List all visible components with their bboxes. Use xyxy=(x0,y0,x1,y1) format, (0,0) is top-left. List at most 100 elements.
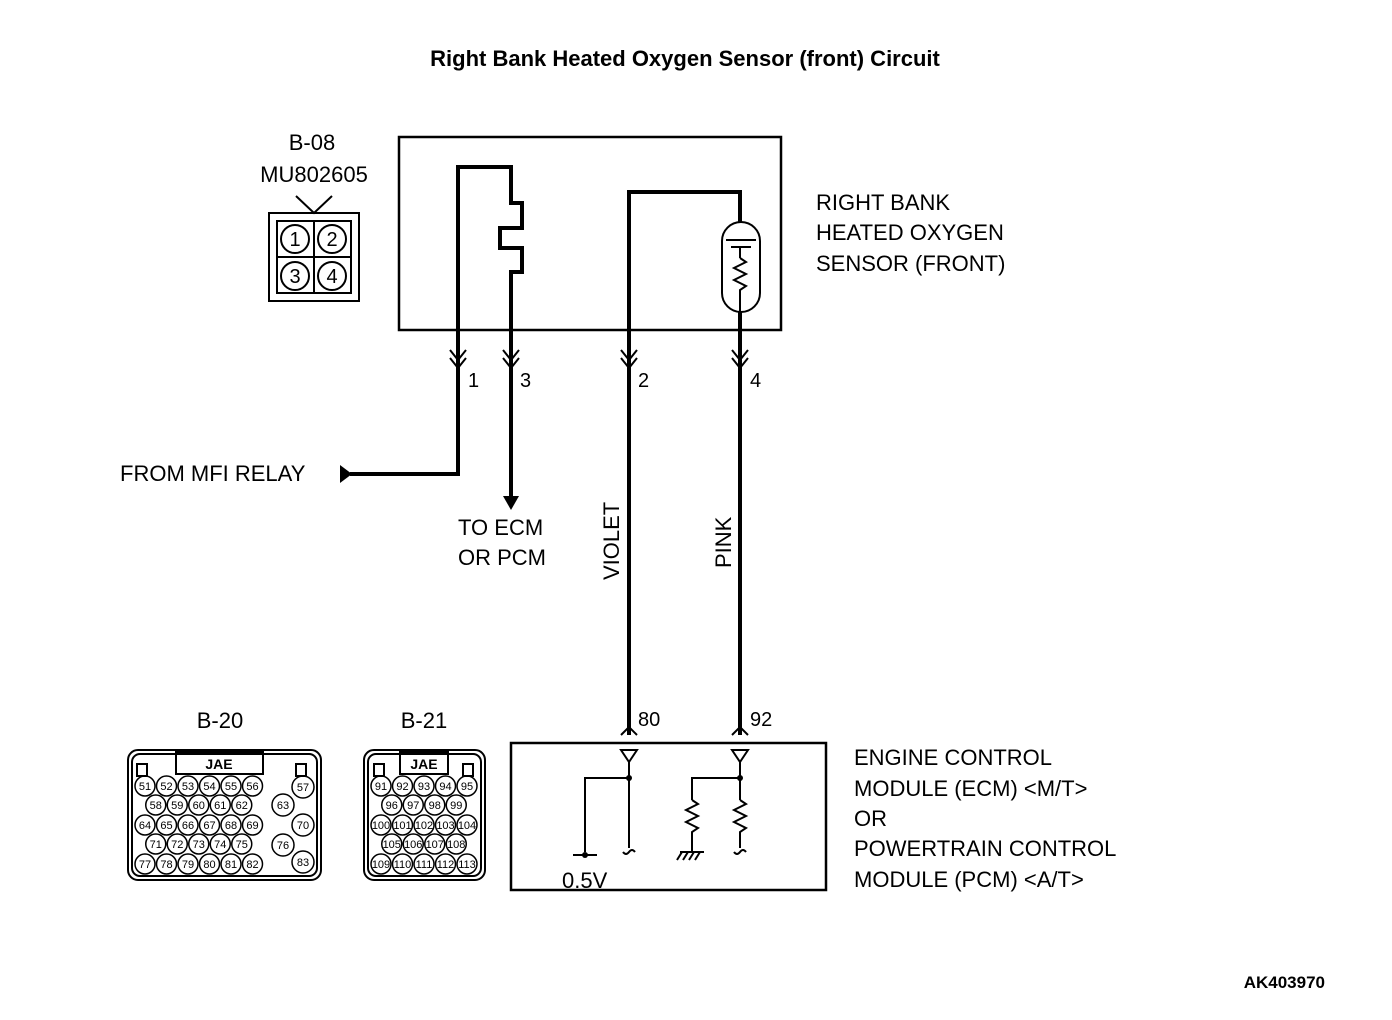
connector-pin xyxy=(434,814,457,836)
connector-pin-label: 113 xyxy=(458,859,476,871)
connector-pin xyxy=(456,775,478,797)
sensor-pin-label-4: 4 xyxy=(750,370,761,392)
connector-pin-label: 96 xyxy=(386,800,398,812)
connector-pin-label: 73 xyxy=(193,839,205,851)
ecm-label-line-2: MODULE (ECM) <M/T> xyxy=(854,776,1087,801)
connector-pin xyxy=(434,853,457,875)
connector-pin xyxy=(381,833,403,855)
connector-pin xyxy=(231,833,253,855)
ecm-pin-label-80: 80 xyxy=(638,709,660,731)
connector-pin-label: 104 xyxy=(458,820,476,832)
sensor-pin-junctions: 1 3 2 4 xyxy=(449,330,761,392)
connector-pin xyxy=(145,833,167,855)
ecm-label-line-4: POWERTRAIN CONTROL xyxy=(854,836,1116,861)
connector-pin xyxy=(241,814,264,836)
connector-pin-label: 112 xyxy=(437,859,455,871)
connector-pin xyxy=(291,775,315,799)
connector-b20-brand: JAE xyxy=(205,756,232,772)
connector-pin-label: 67 xyxy=(203,820,215,832)
wire-color-violet: VIOLET xyxy=(599,502,624,580)
connector-pin-label: 78 xyxy=(160,859,172,871)
connector-pin-label: 52 xyxy=(160,781,172,793)
connector-pin-label: 98 xyxy=(429,800,441,812)
connector-pin xyxy=(134,814,156,836)
connector-pin-label: 107 xyxy=(426,839,444,851)
connector-pin-label: 111 xyxy=(416,859,433,871)
connector-pin xyxy=(220,853,242,875)
connector-pin-label: 59 xyxy=(171,800,183,812)
connector-pin xyxy=(370,814,392,836)
connector-pin-label: 64 xyxy=(139,820,151,832)
sensor-connector-id: B-08 xyxy=(289,130,335,155)
connector-pin xyxy=(370,853,392,875)
connector-pin-label: 101 xyxy=(393,820,411,832)
connector-pin xyxy=(134,775,156,797)
connector-pin-label: 109 xyxy=(372,859,390,871)
connector-pin-label: 108 xyxy=(447,839,465,851)
ecm-pin-label-92: 92 xyxy=(750,709,772,731)
oxygen-sensor: RIGHT BANK HEATED OXYGEN SENSOR (FRONT) xyxy=(397,135,1005,332)
sensor-pin-label-1: 1 xyxy=(468,370,479,392)
connector-pin-label: 68 xyxy=(225,820,237,832)
connector-pin xyxy=(271,793,295,817)
ecm-voltage-label: 0.5V xyxy=(562,868,608,893)
connector-pin xyxy=(220,775,242,797)
connector-pin-label: 70 xyxy=(297,820,309,832)
connector-pin xyxy=(402,833,424,855)
connector-pin-label: 110 xyxy=(394,859,412,871)
connector-pin-label: 103 xyxy=(436,820,454,832)
connector-pin xyxy=(177,853,199,875)
connector-pin xyxy=(402,794,424,816)
sensor-connector-pin-4: 4 xyxy=(326,266,337,288)
connector-pin xyxy=(155,775,178,797)
connector-pin xyxy=(241,775,264,797)
connector-pin xyxy=(271,833,295,857)
connector-pin xyxy=(445,833,467,855)
connector-pin xyxy=(291,850,315,874)
connector-pin xyxy=(198,775,221,797)
connector-pin xyxy=(291,813,315,837)
sensor-label-line-1: RIGHT BANK xyxy=(816,190,950,215)
connector-pin xyxy=(231,794,253,816)
connector-pin xyxy=(424,794,446,816)
connector-pin-label: 79 xyxy=(182,859,194,871)
connector-pin xyxy=(391,853,414,875)
connector-pin-label: 97 xyxy=(407,800,419,812)
connector-pin-label: 94 xyxy=(439,781,451,793)
connector-pin-label: 57 xyxy=(297,782,309,794)
sensor-connector-pin-2: 2 xyxy=(326,229,337,251)
connector-pin xyxy=(198,853,221,875)
ecm-label-line-5: MODULE (PCM) <A/T> xyxy=(854,867,1084,892)
connector-pin xyxy=(198,814,221,836)
sensor-label-line-2: HEATED OXYGEN xyxy=(816,220,1004,245)
connector-pin xyxy=(209,794,231,816)
connector-pin-label: 106 xyxy=(404,839,422,851)
connector-pin xyxy=(456,853,478,875)
ecm-pin-junctions: 80 92 xyxy=(620,709,772,736)
connector-pin-label: 75 xyxy=(236,839,248,851)
sensor-pin-label-3: 3 xyxy=(520,370,531,392)
connector-pin xyxy=(209,833,231,855)
connector-pin-label: 65 xyxy=(160,820,172,832)
junction-pin-3 xyxy=(502,330,520,372)
connector-pin-label: 61 xyxy=(214,800,226,812)
connector-pin-label: 56 xyxy=(246,781,258,793)
sensor-connector-pin-1: 1 xyxy=(289,229,300,251)
connector-pin-label: 54 xyxy=(203,781,215,793)
connector-pin xyxy=(445,794,467,816)
connector-pin-label: 63 xyxy=(277,800,289,812)
junction-pin-4 xyxy=(731,330,749,372)
sensor-connector-pin-3: 3 xyxy=(289,266,300,288)
ecm-module: 0.5V ENGINE CONTROL MODULE (ECM) <M/T> O… xyxy=(509,741,1116,893)
connector-pin xyxy=(155,814,178,836)
connector-pin-label: 81 xyxy=(225,859,237,871)
connector-pin-label: 83 xyxy=(297,857,309,869)
to-ecm-label-line-2: OR PCM xyxy=(458,545,546,570)
connector-pin xyxy=(166,794,188,816)
connector-pin xyxy=(381,794,403,816)
to-ecm-label-line-1: TO ECM xyxy=(458,515,543,540)
connector-b21-id: B-21 xyxy=(401,708,447,733)
connector-pin xyxy=(391,814,414,836)
connector-pin xyxy=(424,833,446,855)
